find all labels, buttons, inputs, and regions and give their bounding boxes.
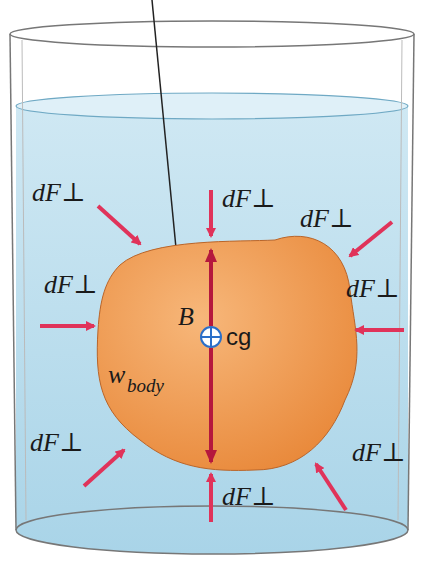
cg-label: cg (226, 325, 251, 349)
force-label: dF⊥ (222, 484, 275, 510)
force-label: dF⊥ (346, 276, 399, 302)
force-label: dF⊥ (352, 440, 405, 466)
weight-subscript: body (127, 376, 164, 395)
force-label: dF⊥ (32, 180, 85, 206)
force-label: dF⊥ (300, 206, 353, 232)
force-label: dF⊥ (44, 272, 97, 298)
force-label: dF⊥ (222, 186, 275, 212)
weight-label: w (108, 362, 125, 388)
buoyancy-label: B (178, 304, 194, 330)
force-label: dF⊥ (30, 430, 83, 456)
